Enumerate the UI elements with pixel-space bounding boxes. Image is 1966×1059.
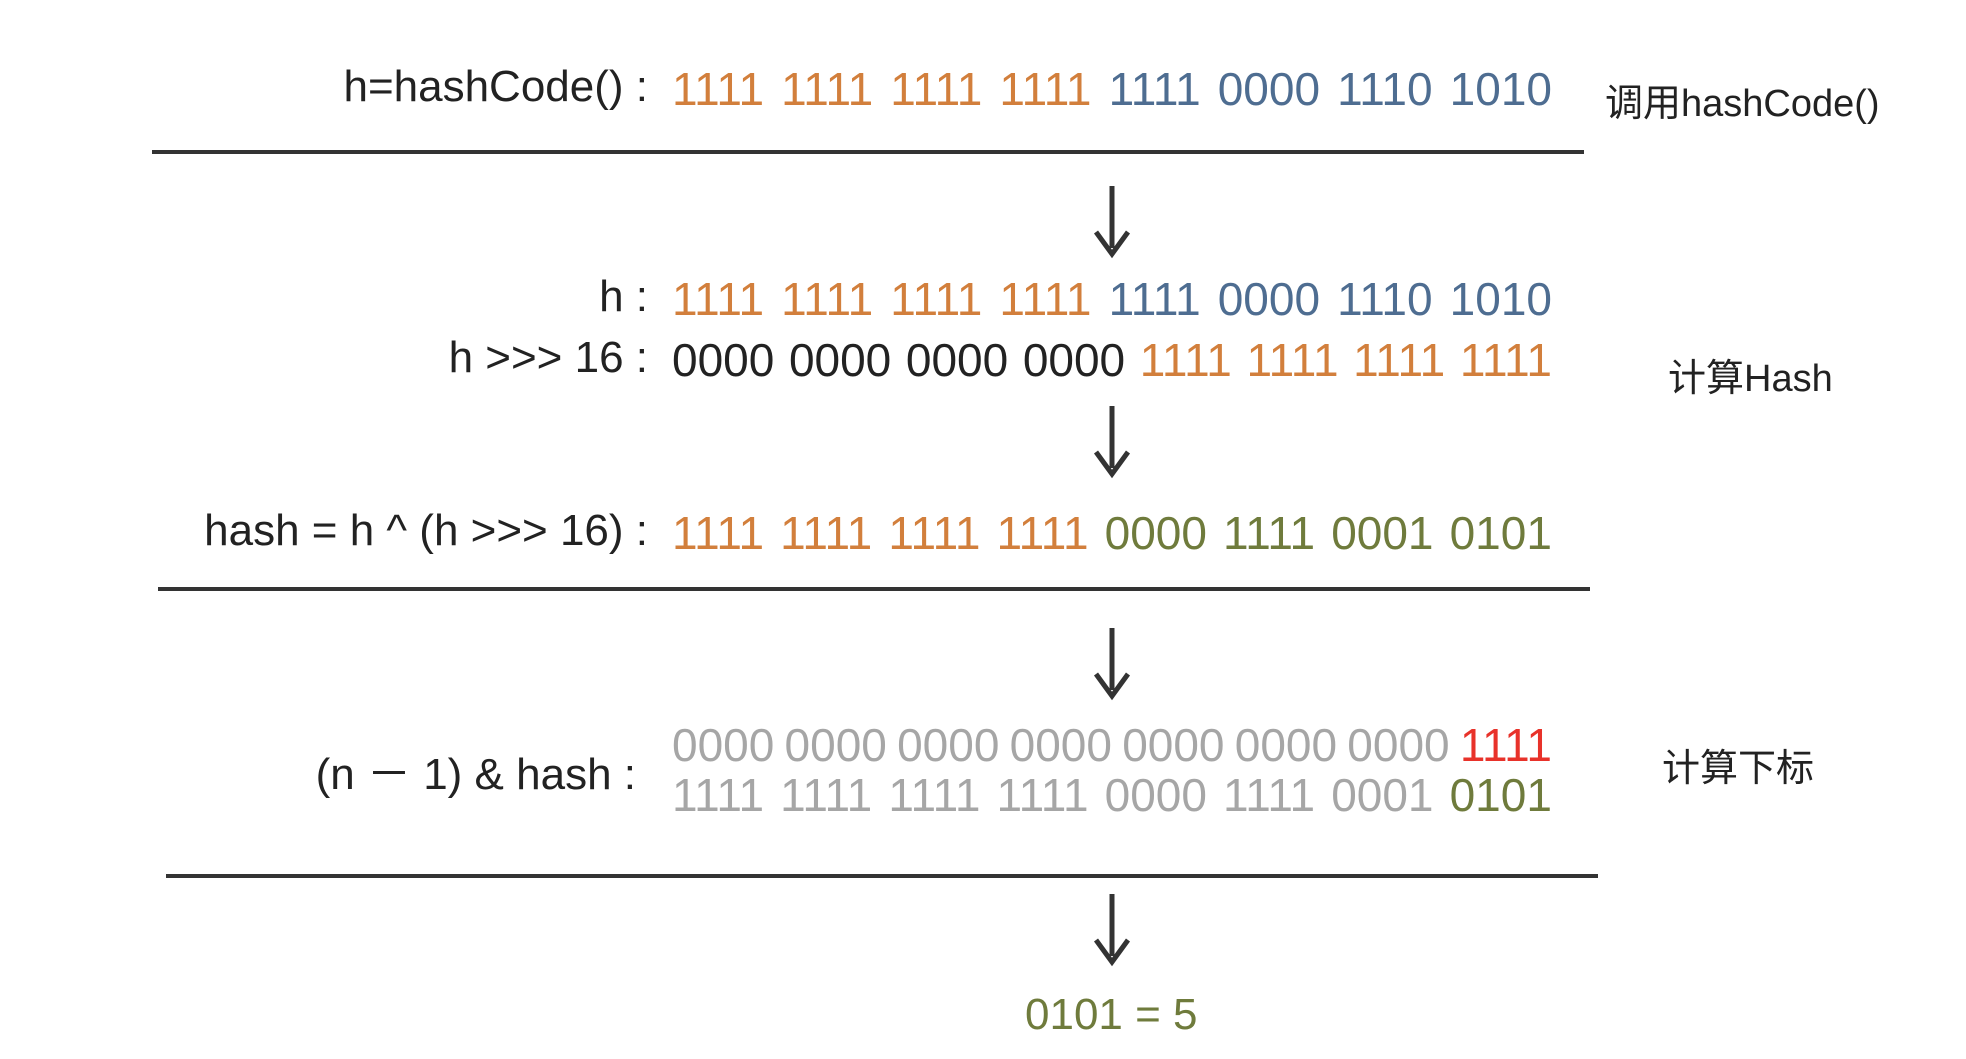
side-label-compute-index: 计算下标	[1662, 748, 1815, 790]
row-label-hashcode: h=hashCode() :	[343, 62, 648, 111]
bit-group: 1010	[1449, 273, 1552, 325]
bit-group: 0000	[788, 334, 892, 386]
down-arrow-icon	[1093, 406, 1131, 479]
result-value: 0101 = 5	[1025, 990, 1198, 1039]
bit-group: 1111	[1223, 507, 1316, 559]
side-label-call-hashcode: 调用hashCode()	[1605, 83, 1880, 125]
bit-group: 0000	[1347, 719, 1450, 771]
bit-group: 1111	[1459, 719, 1552, 771]
bit-group: 0000	[1122, 719, 1225, 771]
bit-group: 0000	[1022, 334, 1126, 386]
bit-group: 1111	[1108, 273, 1201, 325]
bit-group: 1111	[888, 769, 981, 821]
bit-group: 1110	[1337, 273, 1433, 325]
bit-group: 1010	[1449, 63, 1552, 115]
side-label-compute-hash: 计算Hash	[1668, 358, 1833, 400]
bit-group: 1111	[781, 273, 874, 325]
bit-group: 0000	[1217, 273, 1321, 325]
bit-group: 1111	[1108, 63, 1201, 115]
divider-line-1	[152, 150, 1584, 154]
bit-group: 1111	[999, 63, 1092, 115]
bit-group: 1111	[996, 507, 1089, 559]
row-label-h-shift: h >>> 16 :	[448, 333, 648, 382]
down-arrow-icon	[1093, 628, 1131, 701]
bit-group: 0000	[905, 334, 1009, 386]
bit-group: 1111	[781, 63, 874, 115]
bit-group: 0000	[1217, 63, 1321, 115]
bit-group: 1111	[672, 273, 765, 325]
bit-group: 0000	[672, 334, 775, 386]
bit-group: 1110	[1337, 63, 1433, 115]
bits-row-hashcode: 1111 1111 1111 1111 1111 0000 1110 1010	[672, 62, 1552, 116]
row-label-h: h :	[599, 272, 648, 321]
bit-group: 0000	[784, 719, 887, 771]
bit-group: 1111	[996, 769, 1089, 821]
divider-line-3	[166, 874, 1598, 878]
bit-group: 0000	[1104, 769, 1207, 821]
bit-group: 0001	[1331, 507, 1434, 559]
bits-row-hash-mask: 1111 1111 1111 1111 0000 1111 0001 0101	[672, 768, 1552, 822]
down-arrow-icon	[1093, 894, 1131, 967]
bits-row-h: 1111 1111 1111 1111 1111 0000 1110 1010	[672, 272, 1552, 326]
bit-group: 1111	[1459, 334, 1552, 386]
bit-group: 0000	[1234, 719, 1338, 771]
bit-group: 1111	[999, 273, 1092, 325]
bit-group: 0000	[1104, 507, 1207, 559]
bit-group: 1111	[888, 507, 981, 559]
bit-group: 1111	[672, 769, 765, 821]
bit-group: 0101	[1449, 507, 1552, 559]
bit-group: 0101	[1449, 769, 1552, 821]
bit-group: 1111	[1223, 769, 1316, 821]
bit-group: 0000	[672, 719, 775, 771]
row-label-and-hash: (n － 1) & hash :	[315, 750, 636, 799]
bit-group: 1111	[1139, 334, 1232, 386]
bit-group: 1111	[1246, 334, 1339, 386]
bit-group: 0001	[1331, 769, 1434, 821]
bit-group: 1111	[890, 273, 983, 325]
down-arrow-icon	[1093, 186, 1131, 259]
bit-group: 1111	[890, 63, 983, 115]
bit-group: 1111	[1353, 334, 1446, 386]
bit-group: 0000	[1009, 719, 1112, 771]
row-label-hash: hash = h ^ (h >>> 16) :	[204, 506, 648, 555]
bit-group: 1111	[780, 507, 873, 559]
divider-line-2	[158, 587, 1590, 591]
bit-group: 1111	[672, 507, 765, 559]
bit-group: 1111	[672, 63, 765, 115]
bit-group: 1111	[780, 769, 873, 821]
bits-row-hash: 1111 1111 1111 1111 0000 1111 0001 0101	[672, 506, 1552, 560]
bit-group: 0000	[897, 719, 1000, 771]
